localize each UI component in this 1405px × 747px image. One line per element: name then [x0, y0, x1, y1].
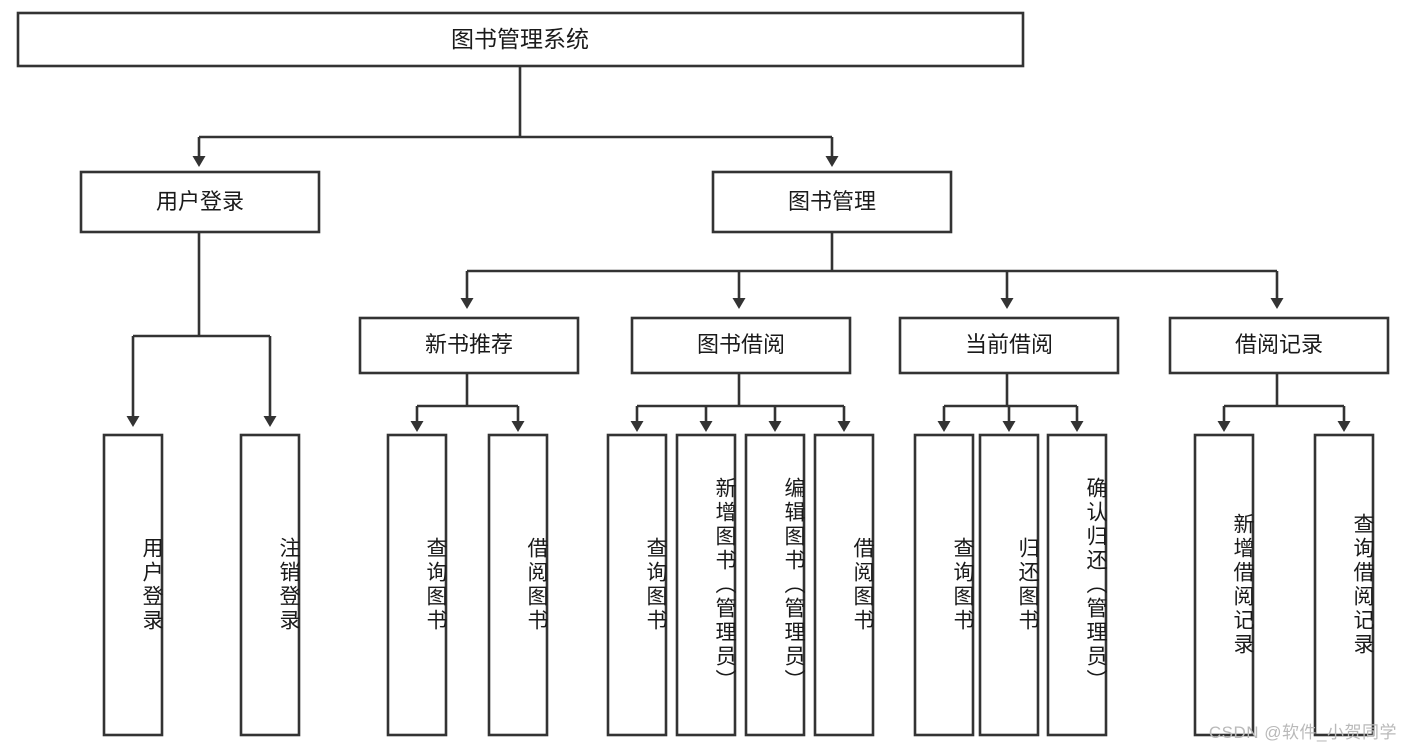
node-new-book-recommend-label: 新书推荐 [425, 332, 513, 357]
leaf-box-confirm-return[interactable] [1046, 433, 1108, 737]
connector-borrow-record-to-leaves [1217, 373, 1351, 432]
node-user-login-label: 用户登录 [156, 189, 244, 214]
node-user-login[interactable]: 用户登录 [79, 170, 321, 234]
node-current-borrow[interactable]: 当前借阅 [898, 316, 1120, 375]
node-new-book-recommend-box [358, 316, 580, 375]
node-borrow-record-box [1168, 316, 1390, 375]
leaf-box-logout[interactable] [239, 433, 301, 737]
node-book-borrow-label: 图书借阅 [697, 332, 785, 357]
leaf-box-borrow-book-2[interactable] [813, 433, 875, 737]
node-user-login-box [79, 170, 321, 234]
connector-user-login-to-leaves [126, 232, 277, 427]
node-book-management[interactable]: 图书管理 [711, 170, 953, 234]
connector-current-borrow-to-leaves [937, 373, 1084, 432]
leaf-box-borrow-book-1[interactable] [487, 433, 549, 737]
node-borrow-record[interactable]: 借阅记录 [1168, 316, 1390, 375]
leaf-box-query-book-2[interactable] [606, 433, 668, 737]
leaf-box-query-book-3[interactable] [913, 433, 975, 737]
node-borrow-record-label: 借阅记录 [1235, 332, 1323, 357]
node-book-management-label: 图书管理 [788, 189, 876, 214]
node-current-borrow-label: 当前借阅 [965, 332, 1053, 357]
node-root-book-management-system[interactable]: 图书管理系统 [16, 11, 1025, 68]
connector-book-mgmt-to-level3 [460, 232, 1284, 309]
connector-new-book-to-leaves [410, 373, 525, 432]
leaf-box-user-login[interactable] [102, 433, 164, 737]
node-root-label: 图书管理系统 [451, 26, 589, 52]
connector-root-to-level2 [192, 66, 839, 167]
leaf-box-query-borrow-record[interactable] [1313, 433, 1375, 737]
leaf-box-add-book[interactable] [675, 433, 737, 737]
node-new-book-recommend[interactable]: 新书推荐 [358, 316, 580, 375]
node-book-management-box [711, 170, 953, 234]
watermark: CSDN @软件_小贺同学 [1208, 723, 1397, 742]
leaf-box-add-borrow-record[interactable] [1193, 433, 1255, 737]
connector-book-borrow-to-leaves [630, 373, 851, 432]
node-current-borrow-box [898, 316, 1120, 375]
leaf-box-edit-book[interactable] [744, 433, 806, 737]
leaf-box-query-book-1[interactable] [386, 433, 448, 737]
node-book-borrow[interactable]: 图书借阅 [630, 316, 852, 375]
node-book-borrow-box [630, 316, 852, 375]
leaf-box-return-book[interactable] [978, 433, 1040, 737]
node-root-box [16, 11, 1025, 68]
